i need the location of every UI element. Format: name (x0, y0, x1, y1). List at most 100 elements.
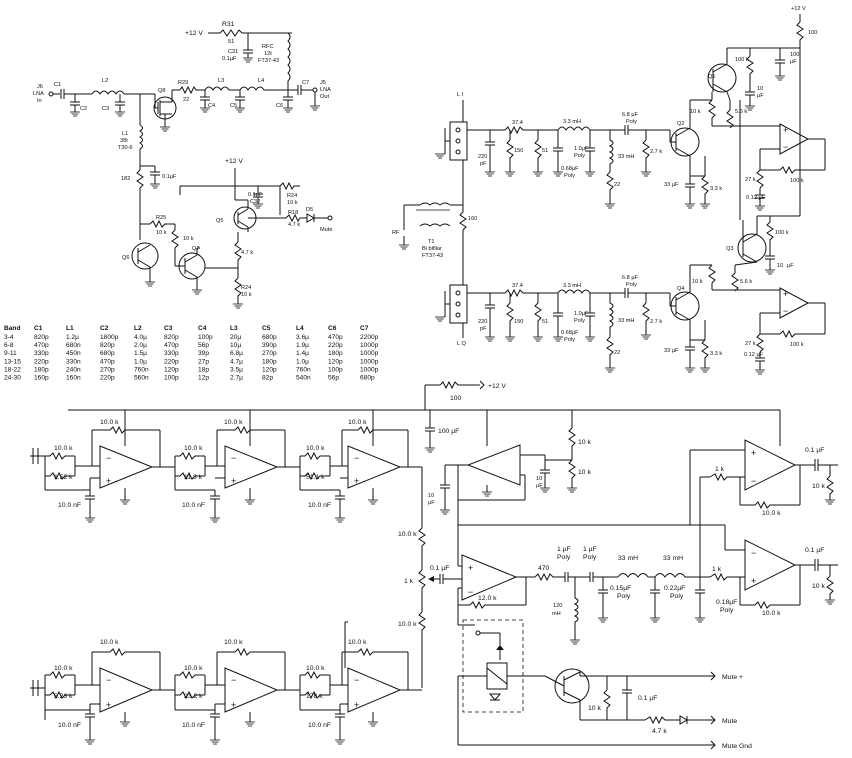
table-cell: 470p (100, 358, 115, 365)
svg-text:10.0 k: 10.0 k (184, 665, 203, 672)
table-cell: 330n (66, 358, 81, 365)
svg-text:100 k: 100 k (790, 342, 804, 348)
table-cell: 100p (164, 375, 179, 382)
svg-text:100 k: 100 k (790, 178, 804, 184)
table-cell: 240n (66, 366, 81, 373)
svg-text:0.1 µF: 0.1 µF (805, 447, 824, 454)
opamp-q2 (224, 667, 279, 713)
svg-text:Mute +: Mute + (722, 674, 743, 681)
svg-text:0.12 µF: 0.12 µF (744, 352, 764, 358)
svg-text:23.2 k: 23.2 k (184, 693, 203, 700)
svg-text:33 mH: 33 mH (618, 318, 634, 324)
table-header-c5: C5 (262, 325, 271, 332)
svg-text:0.1 µF: 0.1 µF (430, 565, 449, 572)
svg-text:10.0 k: 10.0 k (348, 639, 367, 646)
svg-text:µF: µF (536, 483, 543, 489)
svg-text:−: − (354, 453, 359, 463)
svg-text:10.0 k: 10.0 k (306, 445, 325, 452)
table-cell: 2.7µ (230, 375, 243, 382)
rfc-value: 12t (264, 51, 272, 57)
svg-text:−: − (783, 142, 788, 152)
svg-text:37.4: 37.4 (512, 283, 523, 289)
svg-text:+: + (354, 700, 359, 710)
opamp-i2 (224, 445, 279, 489)
svg-text:Out: Out (320, 94, 329, 100)
svg-text:27 k: 27 k (745, 341, 756, 347)
table-cell: 220p (34, 358, 49, 365)
table-cell: 1.4µ (296, 350, 309, 357)
svg-text:4.7 k: 4.7 k (241, 250, 253, 256)
svg-text:Q4: Q4 (677, 286, 684, 292)
table-header-l3: L3 (230, 325, 238, 332)
svg-text:10 k: 10 k (156, 230, 167, 236)
svg-text:10 k: 10 k (578, 439, 591, 446)
svg-text:10 k: 10 k (812, 583, 825, 590)
opamp-out-q (744, 539, 797, 591)
table-cell: 220p (164, 358, 179, 365)
svg-text:Poly: Poly (564, 173, 575, 179)
table-cell: 220p (100, 375, 115, 382)
svg-text:+: + (751, 576, 756, 586)
svg-text:10 k: 10 k (183, 236, 194, 242)
table-cell: 820p (164, 334, 179, 341)
svg-text:−: − (751, 548, 756, 558)
table-cell: 56p (328, 375, 339, 382)
svg-text:+: + (751, 448, 756, 458)
table-cell: 6-8 (4, 342, 14, 349)
svg-text:Q7: Q7 (192, 246, 199, 252)
svg-text:10 k: 10 k (692, 279, 703, 285)
svg-text:10 k: 10 k (690, 109, 701, 115)
svg-text:10.0 k: 10.0 k (184, 445, 203, 452)
table-cell: 120p (262, 366, 277, 373)
svg-text:+: + (231, 700, 236, 710)
svg-text:0.22µF: 0.22µF (664, 585, 685, 592)
svg-text:10.0 nF: 10.0 nF (58, 502, 81, 509)
svg-text:Q3: Q3 (726, 246, 733, 252)
opamp-i3 (347, 445, 402, 489)
svg-text:5.6 k: 5.6 k (740, 279, 752, 285)
svg-text:0.12 µF: 0.12 µF (746, 195, 766, 201)
svg-text:Poly: Poly (720, 607, 734, 614)
svg-text:10.0 nF: 10.0 nF (182, 502, 205, 509)
table-cell: 18-22 (4, 366, 21, 373)
svg-text:100 k: 100 k (775, 230, 789, 236)
iq-amplifier-section: L I 220 pF 37.4 150 51 0.68µF Poly 3.3 m… (392, 6, 826, 375)
svg-text:+: + (106, 476, 111, 486)
mute-transistor (554, 668, 590, 704)
q6-transistor (131, 242, 159, 270)
c31-label: C31 (228, 49, 238, 55)
svg-text:C7: C7 (302, 80, 309, 86)
svg-text:mH: mH (552, 611, 561, 617)
svg-text:Poly: Poly (557, 554, 571, 561)
svg-text:R18: R18 (288, 210, 298, 216)
svg-text:Bi bifilar: Bi bifilar (422, 246, 442, 252)
rfc-core: FT37-43 (258, 58, 279, 64)
svg-text:0.1µF: 0.1µF (162, 174, 177, 180)
table-cell: 470p (34, 342, 49, 349)
table-cell: 27p (198, 358, 209, 365)
preamp-section: +12 V R31 51 C31 0.1µF RFC 12t FT37-43 J… (33, 21, 331, 196)
svg-text:10.0 nF: 10.0 nF (182, 722, 205, 729)
table-cell: 680p (262, 334, 277, 341)
svg-text:1 µF: 1 µF (557, 546, 571, 553)
svg-text:+: + (783, 289, 788, 299)
svg-text:10.0 k: 10.0 k (54, 665, 73, 672)
svg-text:µF: µF (790, 59, 797, 65)
table-cell: 820p (34, 334, 49, 341)
svg-text:10.0 k: 10.0 k (762, 510, 781, 517)
svg-text:10.0 nF: 10.0 nF (58, 722, 81, 729)
svg-text:Mute: Mute (722, 718, 737, 725)
svg-text:C6: C6 (276, 103, 283, 109)
table-cell: 2.0µ (134, 342, 147, 349)
table-cell: 390p (262, 342, 277, 349)
svg-text:10.0 k: 10.0 k (100, 419, 119, 426)
table-header-c4: C4 (198, 325, 207, 332)
table-cell: 2200p (360, 334, 379, 341)
svg-text:FT37-43: FT37-43 (422, 253, 443, 259)
svg-text:C2: C2 (80, 106, 87, 112)
svg-text:+: + (106, 700, 111, 710)
svg-text:R24: R24 (287, 193, 297, 199)
svg-text:10: 10 (777, 263, 783, 269)
svg-text:L4: L4 (258, 78, 264, 84)
